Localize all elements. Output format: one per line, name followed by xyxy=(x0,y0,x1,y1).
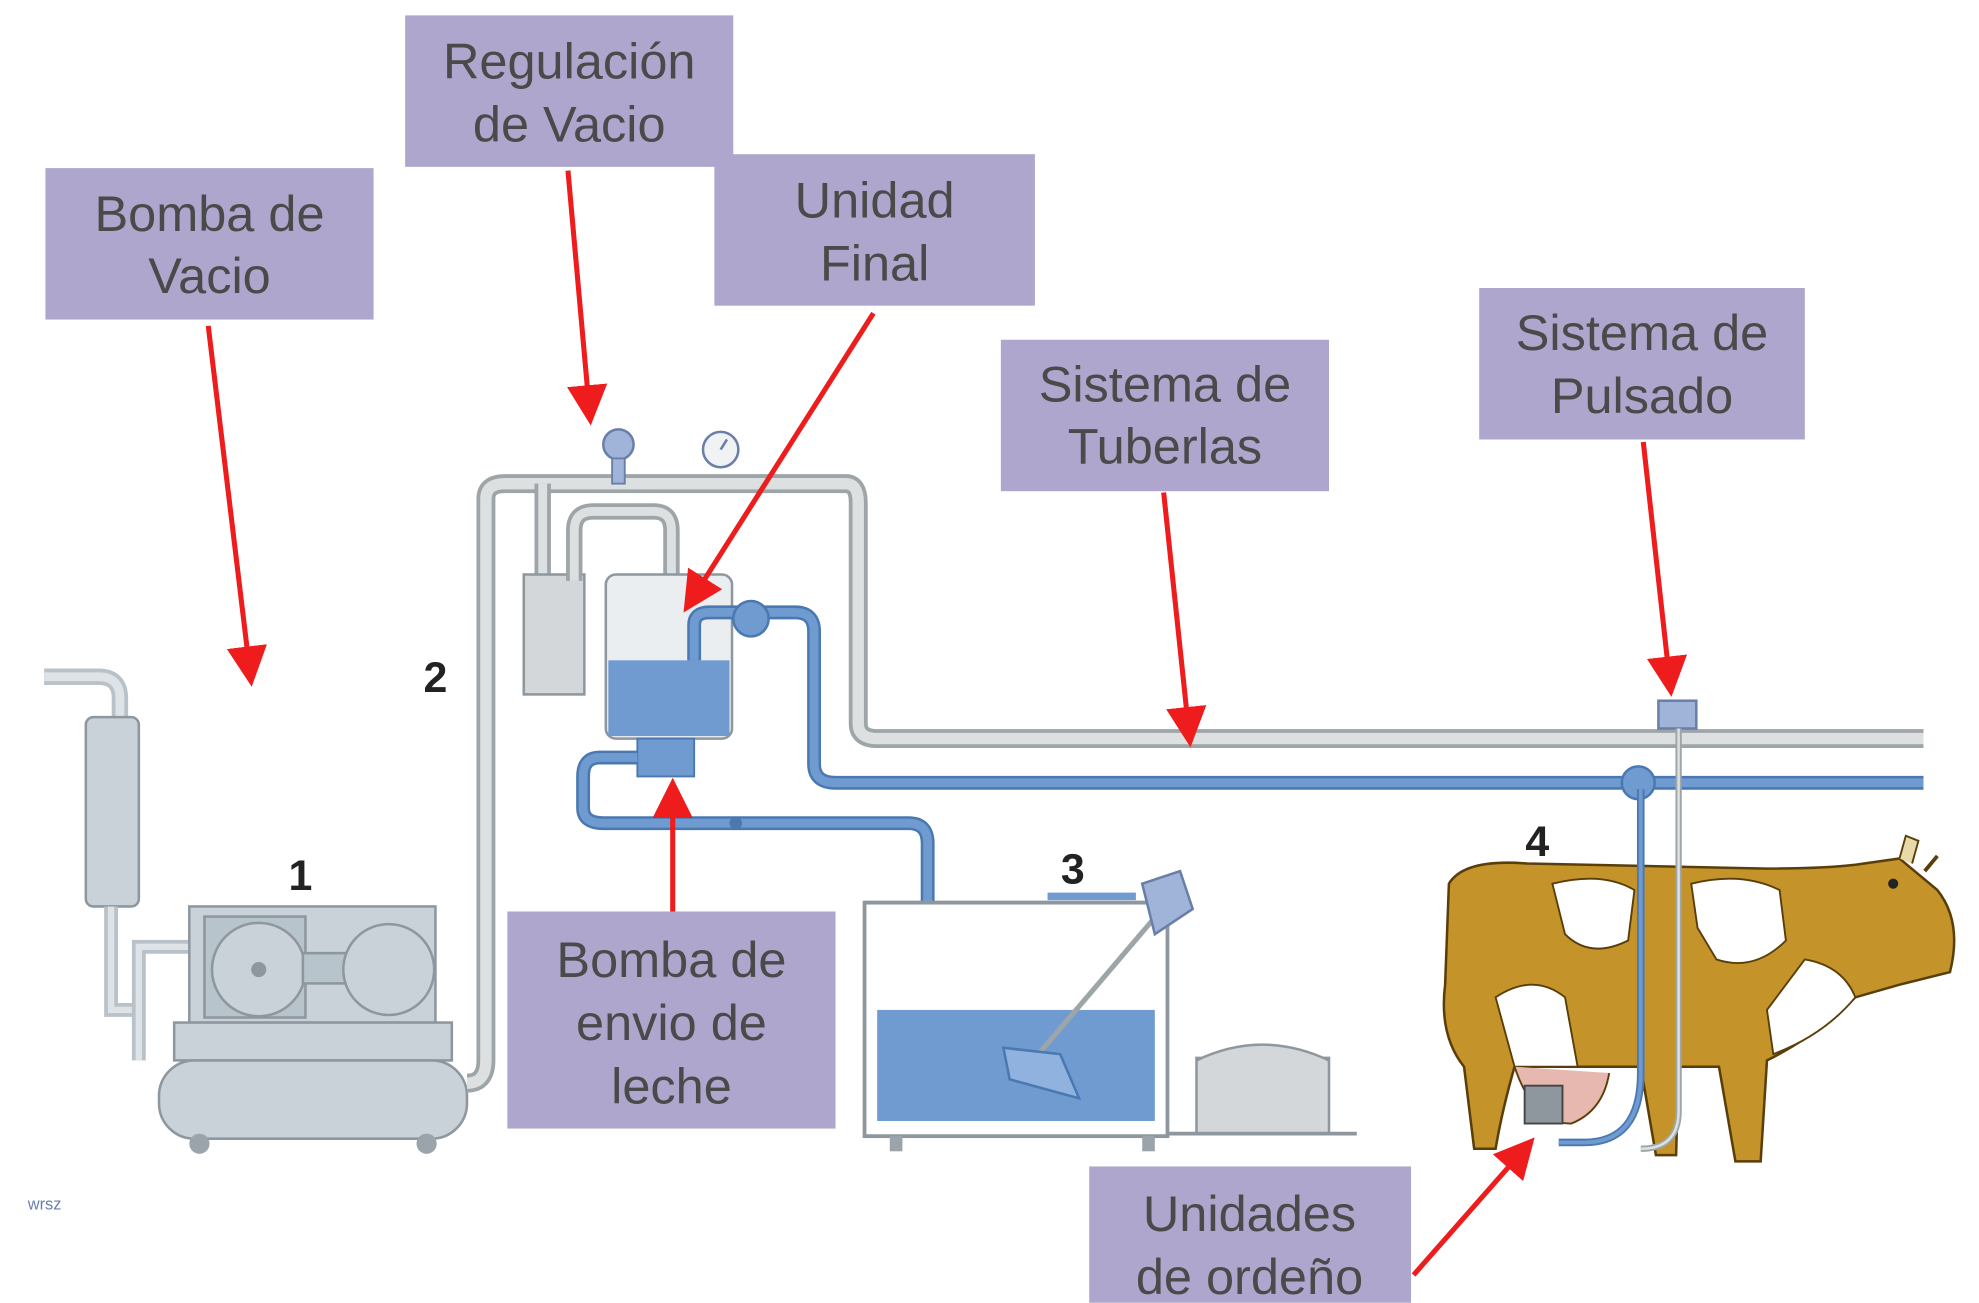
pointer-arrows xyxy=(205,170,1688,1277)
label-unidad-final-line2: Final xyxy=(820,234,929,291)
label-unidad-final: Unidad Final xyxy=(714,154,1035,306)
vacuum-pipeline xyxy=(466,428,1924,1093)
vacuum-pump-unit xyxy=(44,668,469,1154)
label-bomba-envio-line2: envio de xyxy=(576,994,767,1051)
number-3: 3 xyxy=(1061,846,1085,894)
label-regulacion-vacio-line1: Regulación xyxy=(443,32,696,89)
arrow-sistema-tuberias xyxy=(1161,492,1207,748)
label-regulacion-vacio: Regulación de Vacio xyxy=(405,15,734,167)
final-unit-receiver xyxy=(604,573,734,778)
label-bomba-vacio-line2: Vacio xyxy=(148,247,271,304)
milk-cooling-tank xyxy=(862,869,1357,1152)
label-bomba-envio-line3: leche xyxy=(611,1057,732,1114)
label-bomba-envio: Bomba de envio de leche xyxy=(507,911,836,1129)
label-unidades-ordeno-line1: Unidades xyxy=(1143,1185,1356,1242)
number-4: 4 xyxy=(1525,818,1549,866)
number-2: 2 xyxy=(423,654,447,702)
cow-illustration xyxy=(1442,728,1956,1163)
label-unidad-final-line1: Unidad xyxy=(795,171,955,228)
arrow-bomba-vacio xyxy=(205,325,267,687)
label-unidades-ordeno: Unidades de ordeño xyxy=(1089,1166,1412,1303)
label-sistema-pulsado-line2: Pulsado xyxy=(1551,367,1733,424)
label-bomba-vacio: Bomba de Vacio xyxy=(45,168,374,320)
label-regulacion-vacio-line2: de Vacio xyxy=(473,96,666,153)
arrow-regulacion-vacio xyxy=(565,170,608,426)
label-sistema-tuberias: Sistema de Tuberlas xyxy=(1000,339,1330,492)
label-sistema-pulsado: Sistema de Pulsado xyxy=(1479,288,1805,440)
label-bomba-envio-line1: Bomba de xyxy=(556,931,786,988)
number-1: 1 xyxy=(288,852,312,900)
label-sistema-pulsado-line1: Sistema de xyxy=(1516,304,1768,361)
arrow-unidades-ordeno xyxy=(1411,1137,1535,1277)
credit-text: wrsz xyxy=(27,1195,62,1213)
label-bomba-vacio-line1: Bomba de xyxy=(94,185,324,242)
label-sistema-tuberias-line2: Tuberlas xyxy=(1068,417,1262,474)
arrow-unidad-final xyxy=(683,311,876,613)
label-sistema-tuberias-line1: Sistema de xyxy=(1039,356,1291,413)
arrow-sistema-pulsado xyxy=(1640,441,1688,697)
label-unidades-ordeno-line2: de ordeño xyxy=(1136,1248,1363,1303)
milk-line xyxy=(576,599,1924,1010)
